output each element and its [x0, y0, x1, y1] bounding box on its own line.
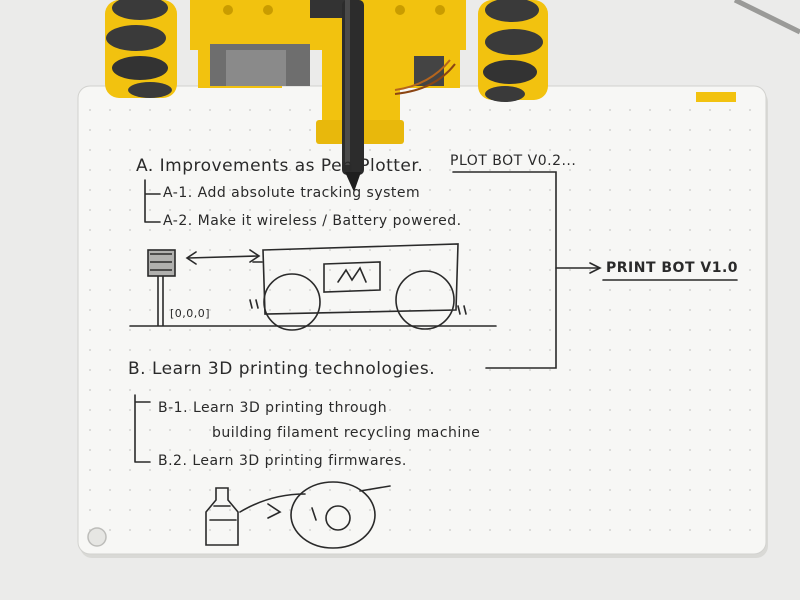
recycling-machine-sketch: [205, 481, 391, 549]
yellow-tape: [696, 92, 736, 102]
mecanum-wheel-right: [478, 0, 548, 102]
paper-hole: [87, 527, 107, 547]
item-b2-text: B.2. Learn 3D printing firmwares.: [158, 453, 407, 469]
tracking-beacon-sketch: [147, 249, 176, 326]
item-a1-text: A-1. Add absolute tracking system: [163, 185, 421, 201]
robot-body: [190, 0, 466, 144]
section-a-heading: A. Improvements as Pen Plotter.: [136, 156, 424, 176]
print-bot-label: PRINT BOT V1.0: [606, 260, 739, 276]
cable: [733, 0, 800, 35]
pen: [342, 0, 364, 192]
plot-bot-label: PLOT BOT V0.2...: [450, 153, 577, 169]
mecanum-wheel-left: [105, 0, 177, 98]
dot-grid-paper: [77, 85, 768, 558]
section-b-heading: B. Learn 3D printing technologies.: [128, 359, 436, 379]
sketch-lines: [134, 171, 738, 463]
item-b1-line2: building filament recycling machine: [212, 425, 481, 441]
item-a2-text: A-2. Make it wireless / Battery powered.: [163, 213, 462, 229]
origin-label: [0,0,0]: [170, 307, 211, 320]
item-b1-line1: B-1. Learn 3D printing through: [158, 400, 388, 416]
car-sketch: [129, 243, 497, 331]
